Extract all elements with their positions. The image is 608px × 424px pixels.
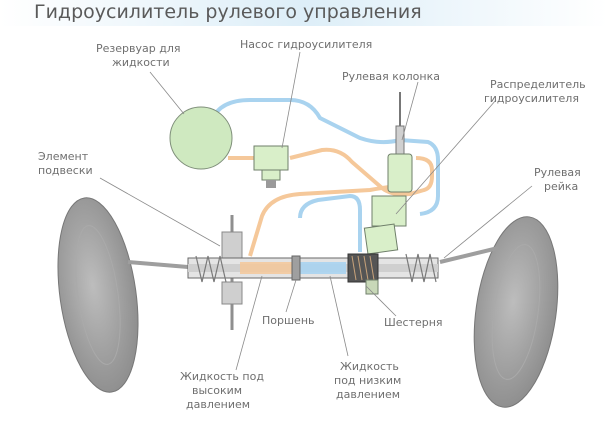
low-pressure-chamber xyxy=(300,262,346,274)
label-piston: Поршень xyxy=(262,314,315,327)
steering-column xyxy=(387,92,413,193)
diagram-title: Гидроусилитель рулевого управления xyxy=(34,1,422,23)
label-reservoir: Резервуар для жидкости xyxy=(96,42,184,69)
low-pressure-return-line xyxy=(210,98,440,216)
leader-lines xyxy=(99,51,533,371)
power-steering-distributor xyxy=(363,195,407,255)
fluid-reservoir xyxy=(169,106,233,170)
label-column: Рулевая колонка xyxy=(342,70,440,83)
low-pressure-line-lower xyxy=(298,193,362,252)
label-distributor: Распределитель гидроусилителя xyxy=(484,78,589,105)
right-wheel xyxy=(473,216,559,408)
title-band xyxy=(0,0,608,26)
label-pump: Насос гидроусилителя xyxy=(240,38,372,51)
high-pressure-chamber xyxy=(240,262,292,274)
pinion-gear xyxy=(347,253,379,283)
power-steering-pump xyxy=(253,145,289,188)
left-wheel xyxy=(57,197,139,393)
label-suspension: Элемент подвески xyxy=(38,150,93,177)
piston xyxy=(291,255,301,281)
label-low-pressure: Жидкость под низким давлением xyxy=(334,360,405,401)
suspension-element xyxy=(221,215,243,330)
steering-rack xyxy=(187,253,439,295)
label-pinion: Шестерня xyxy=(384,316,443,329)
label-high-pressure: Жидкость под высоким давлением xyxy=(180,370,267,411)
right-tie-rod xyxy=(439,246,499,264)
label-rack: Рулевая рейка xyxy=(534,166,584,193)
high-pressure-line-upper xyxy=(228,147,434,197)
